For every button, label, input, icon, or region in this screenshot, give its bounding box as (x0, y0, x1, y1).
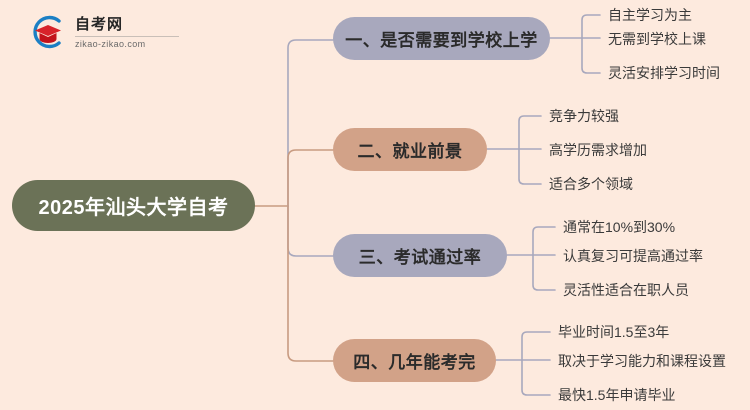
mindmap-leaf: 毕业时间1.5至3年 (558, 324, 670, 340)
mindmap-leaf: 无需到学校上课 (608, 31, 706, 47)
mindmap-leaf: 最快1.5年申请毕业 (558, 387, 676, 403)
mindmap-leaf: 灵活性适合在职人员 (563, 282, 689, 298)
mindmap-branch-label-3: 三、考试通过率 (358, 248, 482, 267)
mindmap-root-node[interactable]: 2025年汕头大学自考 (12, 180, 255, 231)
mindmap-leaf: 自主学习为主 (608, 7, 692, 23)
logo-url: zikao-zikao.com (75, 38, 146, 49)
mindmap-leaf: 取决于学习能力和课程设置 (558, 353, 726, 369)
mindmap-branch-label-1: 一、是否需要到学校上学 (345, 31, 538, 50)
mindmap-branch-node-1[interactable]: 一、是否需要到学校上学 (333, 17, 550, 60)
mindmap-leaf: 通常在10%到30% (563, 219, 676, 235)
mindmap-leaf: 高学历需求增加 (549, 142, 647, 158)
mindmap-root-label: 2025年汕头大学自考 (38, 197, 229, 219)
mindmap-branch-node-4[interactable]: 四、几年能考完 (333, 339, 496, 382)
mindmap-leaf: 灵活安排学习时间 (608, 65, 720, 81)
mindmap-branch-node-2[interactable]: 二、就业前景 (333, 128, 487, 171)
mindmap-leaf: 适合多个领域 (549, 176, 633, 192)
logo-title: 自考网 (75, 15, 124, 33)
logo-divider (75, 35, 179, 37)
mindmap-branch-label-4: 四、几年能考完 (353, 353, 476, 372)
mindmap-leaf: 竞争力较强 (549, 108, 619, 124)
mindmap-leaf: 认真复习可提高通过率 (563, 248, 703, 264)
site-logo[interactable]: 自考网 zikao-zikao.com (28, 11, 179, 53)
mindmap-branch-node-3[interactable]: 三、考试通过率 (333, 234, 507, 277)
graduation-cap-logo-icon (28, 12, 68, 52)
mindmap-branch-label-2: 二、就业前景 (357, 142, 463, 161)
